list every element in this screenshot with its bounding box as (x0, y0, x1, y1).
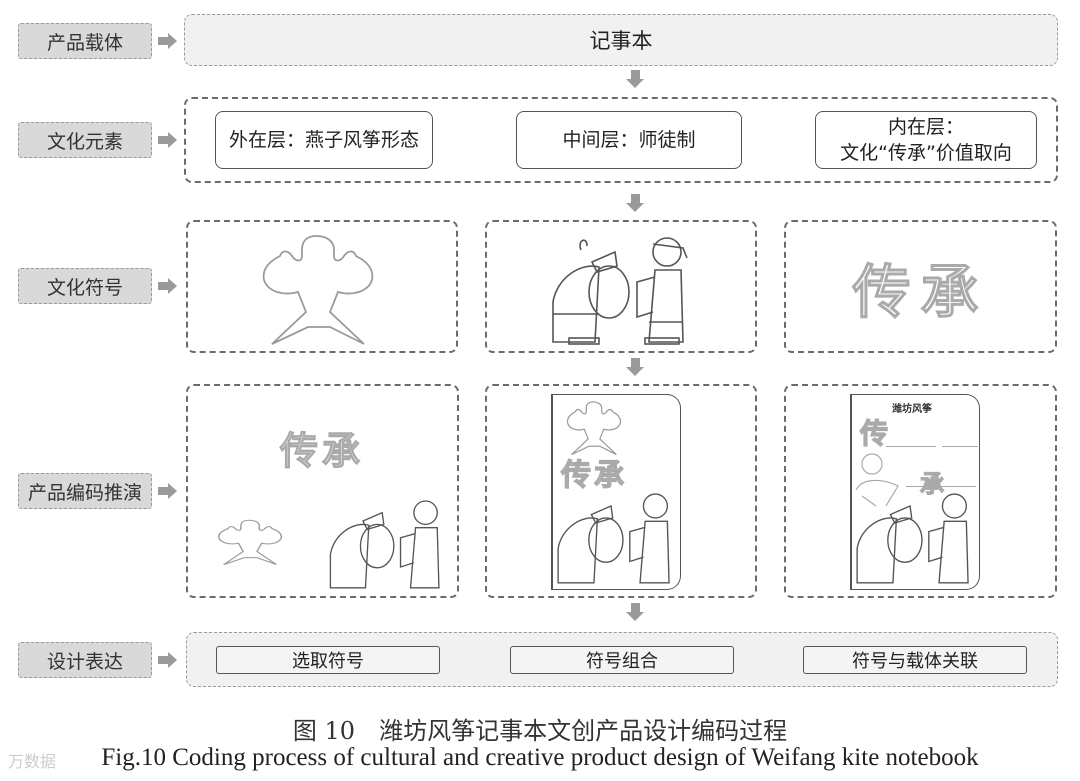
element-text: 外在层：燕子风筝形态 (228, 129, 419, 151)
label-text: 文化元素 (46, 130, 123, 153)
element-text: 文化“传承”价值取向 (840, 142, 1012, 164)
chuancheng-calligraphy-text: 传承 (560, 457, 627, 493)
element-text: 内在层： (887, 116, 964, 138)
calligraphy-chuan: 传 (859, 416, 889, 450)
right-arrow-icon (158, 278, 177, 294)
chuancheng-calligraphy-text: 传承 (279, 427, 365, 473)
step-link-carrier: 符号与载体关联 (803, 646, 1027, 674)
step-text: 选取符号 (292, 651, 364, 672)
swallow-kite-icon (566, 401, 622, 456)
coding-panel-notebook-v2: 潍坊风筝 传 承 (784, 384, 1057, 598)
right-arrow-icon (158, 652, 177, 668)
row-label-product-carrier: 产品载体 (18, 23, 152, 59)
coding-panel-notebook-v1: 传承 (485, 384, 757, 598)
label-text: 文化符号 (46, 276, 123, 299)
watermark: 万数据 (8, 752, 57, 771)
caption-chinese: 图 10 潍坊风筝记事本文创产品设计编码过程 (292, 717, 788, 745)
down-arrow-icon (626, 194, 644, 212)
carrier-text: 记事本 (589, 29, 653, 53)
step-text: 符号组合 (586, 651, 658, 672)
notebook-outline (850, 394, 980, 590)
calligraphy-cheng: 承 (919, 468, 944, 498)
right-arrow-icon (158, 33, 177, 49)
element-text: 中间层：师徒制 (562, 129, 696, 151)
down-arrow-icon (626, 70, 644, 88)
caption-english: Fig.10 Coding process of cultural and cr… (101, 744, 979, 771)
master-apprentice-figures-icon (557, 493, 670, 584)
label-text: 产品编码推演 (27, 481, 142, 504)
master-apprentice-figures-icon (329, 500, 440, 589)
symbol-panel-master-apprentice (485, 220, 757, 353)
step-combine-symbols: 符号组合 (510, 646, 734, 674)
symbol-panel-calligraphy: 传承 (784, 220, 1057, 353)
element-inner-layer: 内在层： 文化“传承”价值取向 (815, 111, 1037, 169)
right-arrow-icon (158, 132, 177, 148)
label-text: 产品载体 (46, 31, 123, 54)
right-arrow-icon (158, 483, 177, 499)
master-apprentice-figures-icon (552, 237, 688, 345)
chuancheng-calligraphy-text: 传承 (852, 257, 989, 326)
kite-face-icon (855, 453, 899, 507)
notebook-title: 潍坊风筝 (892, 404, 932, 415)
symbol-panel-kite (186, 220, 458, 353)
step-text: 符号与载体关联 (852, 651, 978, 672)
master-apprentice-figures-icon (856, 493, 969, 584)
down-arrow-icon (626, 603, 644, 621)
cultural-elements-box (184, 97, 1058, 183)
swallow-kite-icon (262, 235, 374, 345)
down-arrow-icon (626, 358, 644, 376)
row-label-product-coding: 产品编码推演 (18, 473, 152, 509)
row-label-design-expression: 设计表达 (18, 642, 152, 678)
decor-line (886, 446, 936, 447)
element-middle-layer: 中间层：师徒制 (516, 111, 742, 169)
step-select-symbols: 选取符号 (216, 646, 440, 674)
row-label-cultural-elements: 文化元素 (18, 122, 152, 158)
decor-line (906, 486, 976, 487)
row-label-cultural-symbols: 文化符号 (18, 268, 152, 304)
decor-line (942, 446, 978, 447)
product-carrier-box: 记事本 (184, 14, 1058, 66)
element-outer-layer: 外在层：燕子风筝形态 (215, 111, 433, 169)
swallow-kite-icon (218, 519, 283, 566)
coding-panel-elements: 传承 (186, 384, 459, 598)
label-text: 设计表达 (46, 650, 123, 673)
notebook-outline (551, 394, 681, 590)
